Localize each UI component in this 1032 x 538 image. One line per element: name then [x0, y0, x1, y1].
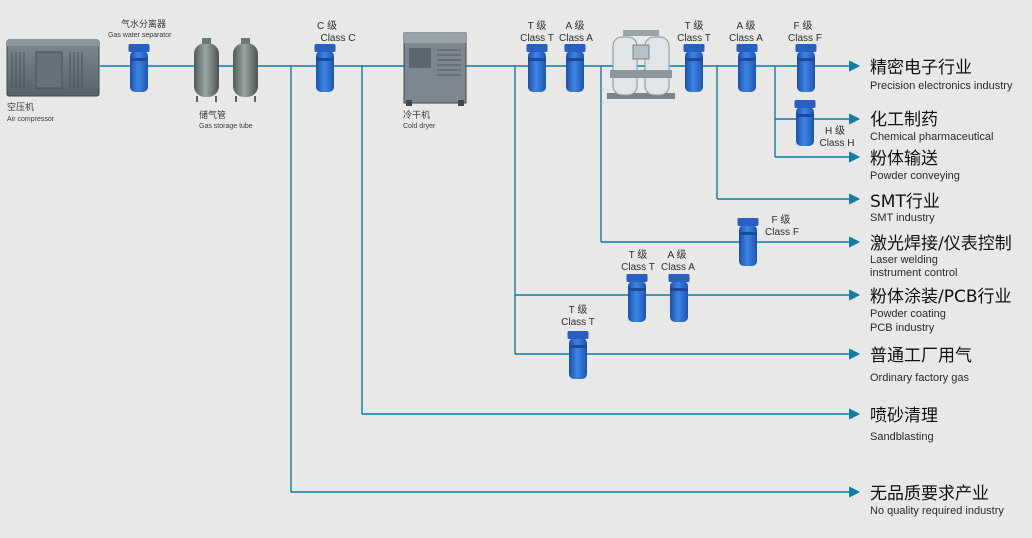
output-powder-coating-en-line2: PCB industry: [870, 322, 935, 334]
filter-labels: C 级 Class C T 级 Class T A 级 Class A T 级 …: [317, 20, 855, 328]
separator-label-zh: 气水分离器: [121, 18, 166, 29]
separator-filter: [128, 44, 150, 92]
output-laser-welding-zh: 激光焊接/仪表控制: [870, 234, 1012, 254]
a-filter-grade-zh: A 级: [566, 20, 585, 32]
t-general-grade-zh: T 级: [569, 304, 588, 316]
air-compressor-label-en: Air compressor: [7, 116, 55, 123]
f-laser-grade-zh: F 级: [772, 214, 791, 226]
f-after-grade-en: Class F: [788, 33, 822, 44]
t-after-filter: [683, 44, 705, 92]
t-after-grade-en: Class T: [677, 33, 711, 44]
output-powder-coating-zh: 粉体涂装/PCB行业: [870, 287, 1012, 307]
output-smt-en: SMT industry: [870, 212, 935, 224]
air-compressor-label-zh: 空压机: [7, 101, 34, 112]
f-laser-filter: [737, 218, 759, 266]
output-powder-conveying-zh: 粉体输送: [870, 149, 938, 169]
air-compressor: [6, 39, 100, 97]
pipe-network: [100, 60, 861, 498]
output-precision-electronics-en: Precision electronics industry: [870, 80, 1013, 92]
output-smt-zh: SMT行业: [870, 192, 940, 212]
output-powder-conveying-en: Powder conveying: [870, 170, 960, 182]
compressor-vent-icon: [11, 52, 83, 88]
storage-label-zh: 储气管: [199, 109, 226, 120]
storage-label-en: Gas storage tube: [199, 123, 253, 130]
output-no-quality-zh: 无品质要求产业: [870, 484, 989, 504]
output-factory-gas-zh: 普通工厂用气: [870, 346, 972, 366]
t-general-filter: [567, 331, 589, 379]
output-chemical-pharma-zh: 化工制药: [870, 110, 938, 130]
output-laser-welding-en-line1: Laser welding: [870, 254, 938, 266]
t-powder-grade-zh: T 级: [629, 249, 648, 261]
t-filter-grade-en: Class T: [520, 33, 554, 44]
a-filter-grade-en: Class A: [559, 33, 593, 44]
c-filter-grade-en: Class C: [320, 33, 355, 44]
f-after-filter: [795, 44, 817, 92]
t-general-grade-en: Class T: [561, 317, 595, 328]
c-filter: [314, 44, 336, 92]
a-after-grade-en: Class A: [729, 33, 763, 44]
a-filter: [564, 44, 586, 92]
output-laser-welding-en-line2: instrument control: [870, 267, 957, 279]
filters-layer: [128, 44, 817, 379]
h-branch-filter: [794, 100, 816, 146]
output-precision-electronics-zh: 精密电子行业: [870, 58, 972, 78]
t-filter: [526, 44, 548, 92]
a-powder-filter: [668, 274, 690, 322]
a-powder-grade-en: Class A: [661, 262, 695, 273]
f-after-grade-zh: F 级: [794, 20, 813, 32]
adsorption-dryer: [607, 30, 675, 99]
f-laser-grade-en: Class F: [765, 227, 799, 238]
output-list: 精密电子行业 Precision electronics industry 化工…: [870, 58, 1013, 517]
h-branch-grade-en: Class H: [819, 138, 854, 149]
cold-dryer-label-en: Cold dryer: [403, 123, 436, 130]
t-after-grade-zh: T 级: [685, 20, 704, 32]
separator-label-en: Gas water separator: [108, 32, 172, 39]
cold-dryer: [403, 32, 467, 106]
output-sandblasting-zh: 喷砂清理: [870, 406, 938, 426]
output-no-quality-en: No quality required industry: [870, 505, 1004, 517]
t-filter-grade-zh: T 级: [528, 20, 547, 32]
gas-storage-tanks: [194, 38, 258, 102]
c-filter-grade-zh: C 级: [317, 20, 337, 32]
t-powder-filter: [626, 274, 648, 322]
output-sandblasting-en: Sandblasting: [870, 431, 934, 443]
output-factory-gas-en: Ordinary factory gas: [870, 372, 970, 384]
output-chemical-pharma-en: Chemical pharmaceutical: [870, 131, 994, 143]
a-after-filter: [736, 44, 758, 92]
a-after-grade-zh: A 级: [737, 20, 756, 32]
a-powder-grade-zh: A 级: [668, 249, 687, 261]
output-powder-coating-en-line1: Powder coating: [870, 308, 946, 320]
cold-dryer-label-zh: 冷干机: [403, 109, 430, 120]
h-branch-grade-zh: H 级: [825, 125, 845, 137]
t-powder-grade-en: Class T: [621, 262, 655, 273]
